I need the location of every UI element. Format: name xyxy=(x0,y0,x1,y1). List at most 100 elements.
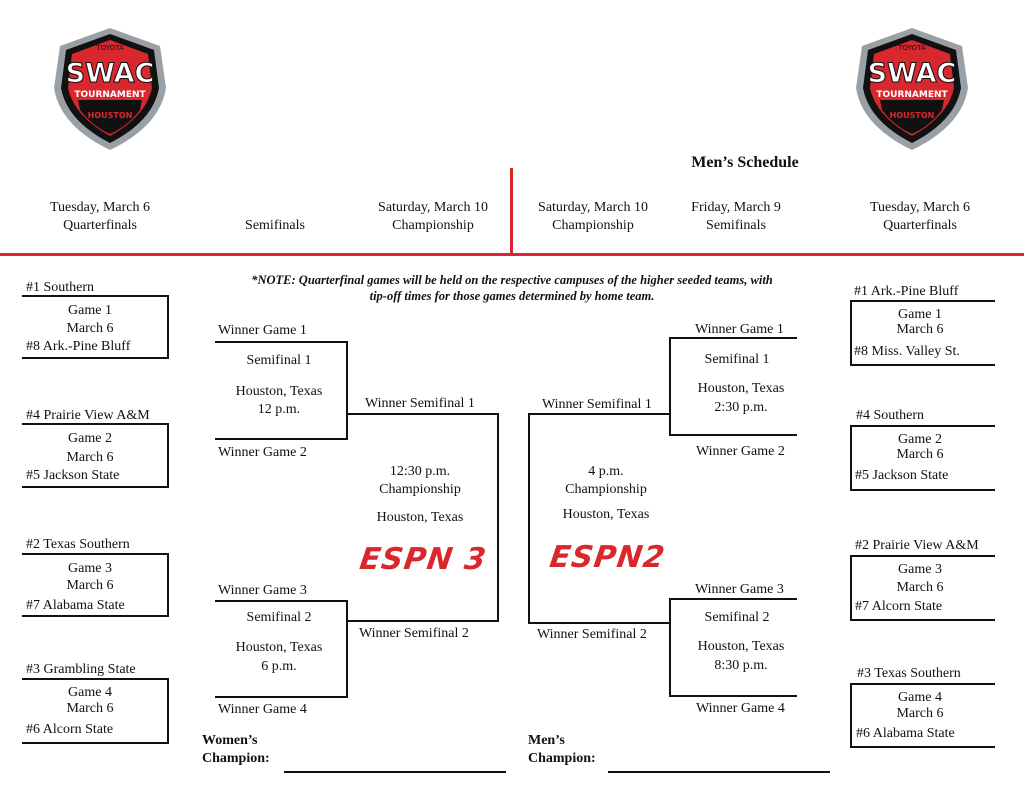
header-women-quarterfinals: Tuesday, March 6 Quarterfinals xyxy=(20,199,180,235)
men-final-name: Championship xyxy=(565,482,647,497)
men-qf3-bottom-team: #7 Alcorn State xyxy=(855,599,943,614)
header-date: Saturday, March 10 xyxy=(538,200,648,215)
men-sf2-place: Houston, Texas xyxy=(697,639,785,654)
women-sf1-bracket xyxy=(215,341,348,440)
men-qf1-date: March 6 xyxy=(896,322,944,337)
espn2-logo: ESPN2 xyxy=(547,540,668,575)
men-qf3-game: Game 3 xyxy=(898,562,942,577)
men-qf1-bracket xyxy=(850,300,995,366)
men-sf2-bottom: Winner Game 4 xyxy=(696,701,785,716)
note-line-2: tip-off times for those games determined… xyxy=(369,289,655,303)
women-qf4-bracket xyxy=(22,678,169,744)
men-sf1-bottom: Winner Game 2 xyxy=(696,444,785,459)
men-qf2-bracket xyxy=(850,425,995,491)
champion-label-line-2: Champion: xyxy=(528,751,596,766)
quarterfinal-note: *NOTE: Quarterfinal games will be held o… xyxy=(200,272,824,304)
women-sf1-top: Winner Game 1 xyxy=(218,323,307,338)
men-sf2-time: 8:30 p.m. xyxy=(714,658,768,673)
women-sf2-time: 6 p.m. xyxy=(261,659,297,674)
header-round: Semifinals xyxy=(706,218,766,233)
men-qf1-bottom-team: #8 Miss. Valley St. xyxy=(854,344,960,359)
men-qf2-date: March 6 xyxy=(896,447,944,462)
women-qf2-top-team: #4 Prairie View A&M xyxy=(26,408,150,423)
men-sf1-top: Winner Game 1 xyxy=(695,322,784,337)
logo-name: SWAC xyxy=(66,58,155,89)
women-sf1-bottom: Winner Game 2 xyxy=(218,445,307,460)
women-final-bracket xyxy=(346,413,499,622)
women-qf4-bottom-team: #6 Alcorn State xyxy=(26,722,114,737)
men-sf1-bracket xyxy=(669,337,797,436)
women-sf1-place: Houston, Texas xyxy=(235,384,323,399)
women-sf2-name: Semifinal 2 xyxy=(246,610,312,625)
men-sf2-top: Winner Game 3 xyxy=(695,582,784,597)
women-sf2-bottom: Winner Game 4 xyxy=(218,702,307,717)
women-qf1-game: Game 1 xyxy=(68,303,112,318)
men-sf2-bracket xyxy=(669,598,797,697)
header-men-championship: Saturday, March 10 Championship xyxy=(513,199,673,235)
men-qf3-top-team: #2 Prairie View A&M xyxy=(855,538,979,553)
header-round: Quarterfinals xyxy=(883,218,957,233)
men-qf4-bracket xyxy=(850,683,995,748)
women-qf3-top-team: #2 Texas Southern xyxy=(26,537,130,552)
header-men-quarterfinals: Tuesday, March 6 Quarterfinals xyxy=(840,199,1000,235)
header-date: Friday, March 9 xyxy=(691,200,781,215)
men-final-top: Winner Semifinal 1 xyxy=(542,397,652,412)
header-round: Semifinals xyxy=(245,218,305,233)
women-qf1-bracket xyxy=(22,295,169,359)
swac-logo-left: TOYOTA SWAC TOURNAMENT HOUSTON xyxy=(54,28,166,150)
men-qf2-bottom-team: #5 Jackson State xyxy=(855,468,949,483)
men-qf4-top-team: #3 Texas Southern xyxy=(857,666,961,681)
women-qf3-game: Game 3 xyxy=(68,561,112,576)
logo-event: TOURNAMENT xyxy=(74,90,146,100)
champion-label-line-1: Men’s xyxy=(528,733,565,748)
women-qf3-bottom-team: #7 Alabama State xyxy=(26,598,125,613)
logo-sponsor: TOYOTA xyxy=(897,44,926,52)
women-qf2-bracket xyxy=(22,423,169,488)
women-qf4-game: Game 4 xyxy=(68,685,112,700)
champion-label-line-2: Champion: xyxy=(202,751,270,766)
women-final-name: Championship xyxy=(379,482,461,497)
header-men-semifinals: Friday, March 9 Semifinals xyxy=(666,199,806,235)
champion-label-line-1: Women’s xyxy=(202,733,258,748)
women-final-place: Houston, Texas xyxy=(376,510,464,525)
mens-champion-line[interactable] xyxy=(608,771,830,773)
womens-champion-line[interactable] xyxy=(284,771,506,773)
women-qf2-bottom-team: #5 Jackson State xyxy=(26,468,120,483)
women-qf3-bracket xyxy=(22,553,169,617)
header-date: Tuesday, March 6 xyxy=(869,200,971,215)
men-qf3-bracket xyxy=(850,555,995,621)
swac-logo-right: TOYOTA SWAC TOURNAMENT HOUSTON xyxy=(856,28,968,150)
header-women-semifinals: Semifinals xyxy=(215,217,335,235)
header-divider-vertical xyxy=(510,168,513,254)
women-qf2-date: March 6 xyxy=(66,450,114,465)
men-final-bracket xyxy=(528,413,671,624)
header-divider-horizontal xyxy=(0,253,1024,256)
men-qf4-date: March 6 xyxy=(896,706,944,721)
men-sf1-time: 2:30 p.m. xyxy=(714,400,768,415)
logo-city: HOUSTON xyxy=(890,111,935,120)
women-qf1-date: March 6 xyxy=(66,321,114,336)
men-qf4-game: Game 4 xyxy=(898,690,942,705)
women-qf4-top-team: #3 Grambling State xyxy=(26,662,136,677)
women-qf1-bottom-team: #8 Ark.-Pine Bluff xyxy=(26,339,131,354)
men-sf1-name: Semifinal 1 xyxy=(704,352,770,367)
header-date: Saturday, March 10 xyxy=(378,200,488,215)
women-final-bottom: Winner Semifinal 2 xyxy=(359,626,469,641)
women-sf2-bracket xyxy=(215,600,348,698)
logo-city: HOUSTON xyxy=(88,111,133,120)
header-round: Championship xyxy=(392,218,474,233)
logo-sponsor: TOYOTA xyxy=(95,44,124,52)
women-qf4-date: March 6 xyxy=(66,701,114,716)
women-qf3-date: March 6 xyxy=(66,578,114,593)
men-final-bottom: Winner Semifinal 2 xyxy=(537,627,647,642)
mens-champion-label: Men’s Champion: xyxy=(528,732,596,768)
men-qf2-game: Game 2 xyxy=(898,432,942,447)
women-final-top: Winner Semifinal 1 xyxy=(365,396,475,411)
men-final-time: 4 p.m. xyxy=(588,464,624,479)
note-line-1: *NOTE: Quarterfinal games will be held o… xyxy=(251,273,773,287)
men-qf4-bottom-team: #6 Alabama State xyxy=(856,726,955,741)
men-qf1-game: Game 1 xyxy=(898,307,942,322)
header-women-championship: Saturday, March 10 Championship xyxy=(353,199,513,235)
logo-event: TOURNAMENT xyxy=(876,90,948,100)
logo-name: SWAC xyxy=(868,58,957,89)
